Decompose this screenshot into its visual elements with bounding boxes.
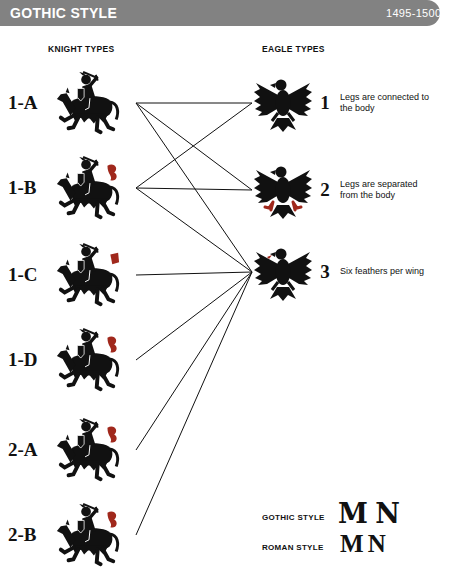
- connector-line: [136, 272, 252, 535]
- type-code: 2-B: [8, 524, 48, 546]
- type-number: 1: [314, 92, 336, 114]
- connector-line: [136, 103, 252, 190]
- eagle-illustration: [252, 240, 314, 304]
- type-description: Six feathers per wing: [336, 266, 438, 277]
- knight-illustration: [48, 241, 128, 309]
- type-code: 1-A: [8, 92, 48, 114]
- knight-type: 2-A: [8, 414, 136, 486]
- style-label: GOTHIC STYLE: [262, 513, 325, 522]
- eagle-type: 1Legs are connected to the body: [252, 69, 448, 137]
- connector-line: [136, 188, 252, 272]
- connector-line: [136, 188, 252, 190]
- type-code: 1-C: [8, 264, 48, 286]
- date-range: 1495-1500: [386, 7, 441, 19]
- eagle-type: 3Six feathers per wing: [252, 238, 448, 306]
- roman-glyphs: M N: [340, 530, 385, 558]
- knight-illustration: [48, 154, 128, 222]
- eagle-illustration: [252, 158, 314, 222]
- page-title: GOTHIC STYLE: [10, 5, 117, 21]
- column-heading: KNIGHT TYPES: [48, 44, 114, 54]
- type-description: Legs are connected to the body: [336, 92, 438, 115]
- type-code: 1-D: [8, 349, 48, 371]
- connector-line: [136, 272, 252, 275]
- type-number: 3: [314, 261, 336, 283]
- knight-illustration: [48, 69, 128, 137]
- connector-line: [136, 103, 252, 272]
- knight-type: 1-C: [8, 239, 136, 311]
- eagle-type: 2Legs are separated from the body: [252, 156, 448, 224]
- column-heading: EAGLE TYPES: [262, 44, 325, 54]
- type-number: 2: [314, 179, 336, 201]
- connector-line: [136, 272, 252, 450]
- knight-type: 1-B: [8, 152, 136, 224]
- eagle-illustration: [252, 71, 314, 135]
- gothic-glyphs: M N: [338, 498, 399, 529]
- knight-type: 2-B: [8, 499, 136, 571]
- type-code: 1-B: [8, 177, 48, 199]
- type-description: Legs are separated from the body: [336, 179, 438, 202]
- connector-line: [136, 103, 252, 104]
- connector-line: [136, 272, 252, 360]
- type-code: 2-A: [8, 439, 48, 461]
- knight-illustration: [48, 326, 128, 394]
- knight-type: 1-A: [8, 67, 136, 139]
- knight-type: 1-D: [8, 324, 136, 396]
- knight-illustration: [48, 501, 128, 569]
- style-label: ROMAN STYLE: [262, 543, 324, 552]
- connector-line: [136, 103, 252, 188]
- knight-illustration: [48, 416, 128, 484]
